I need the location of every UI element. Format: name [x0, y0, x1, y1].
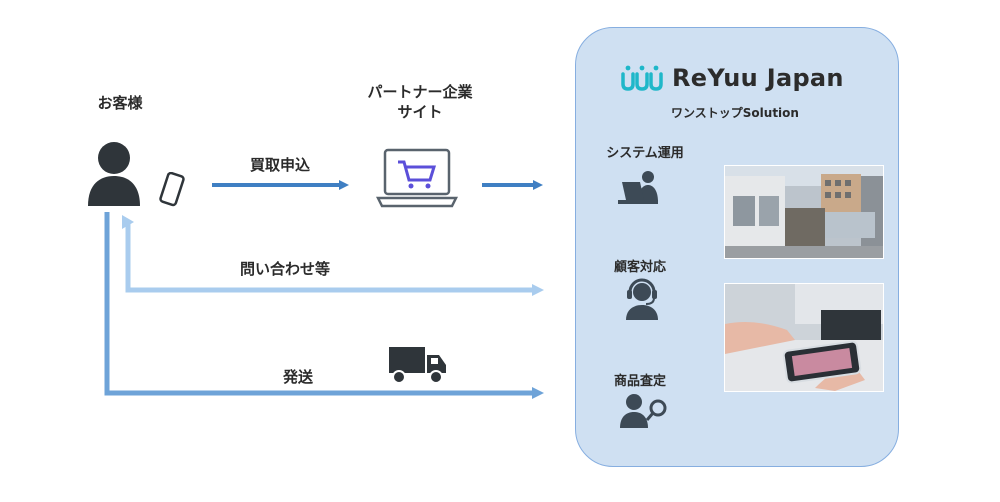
- customer-person-icon: [88, 142, 140, 206]
- laptop-operator-icon: [618, 171, 658, 204]
- company-subtitle: ワンストップSolution: [671, 106, 799, 120]
- company-name: ReYuu Japan: [672, 64, 844, 92]
- company-logo: ReYuu Japan: [620, 60, 860, 96]
- partner-site-line2: サイト: [397, 103, 443, 121]
- service-system-operation-label: システム運用: [606, 146, 684, 161]
- smartphone-icon: [159, 172, 185, 207]
- warehouse-building-photo: [724, 165, 884, 259]
- purchase-request-label: 買取申込: [249, 156, 310, 174]
- person-magnifier-icon: [620, 394, 667, 428]
- truck-icon: [389, 347, 446, 384]
- partner-site-title: パートナー企業 サイト: [340, 82, 500, 122]
- headset-operator-icon: [626, 278, 658, 320]
- service-appraisal-label: 商品査定: [613, 374, 666, 389]
- laptop-cart-icon: [376, 148, 458, 208]
- partner-site-line1: パートナー企業: [367, 83, 473, 101]
- customer-label: お客様: [97, 94, 143, 112]
- arrow-shipping: [104, 212, 544, 399]
- service-customer-support-label: 顧客対応: [613, 260, 666, 275]
- smartphone-inspection-photo: [724, 283, 884, 392]
- arrow-inquiry: [122, 215, 544, 296]
- reyuu-logo-icon: [621, 65, 663, 91]
- shipping-label: 発送: [282, 368, 313, 386]
- inquiry-label: 問い合わせ等: [239, 260, 330, 278]
